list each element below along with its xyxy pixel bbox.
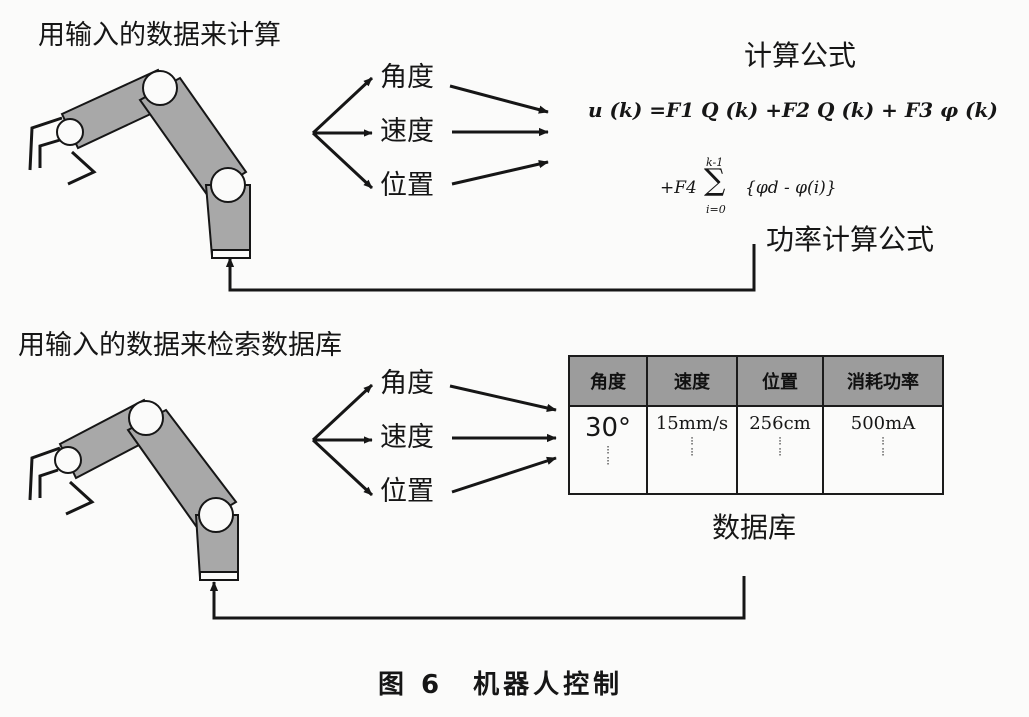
formula-line-2-body: {φd - φ(i)} [745, 178, 837, 198]
summation-symbol: ∑ [704, 163, 726, 198]
robot-shoulder-joint [210, 167, 246, 203]
database-data-row: 30°⁝⁝ 15mm/s⁝⁝ 256cm⁝⁝ 500mA⁝⁝ [568, 406, 944, 494]
param-angle: 角度 [380, 62, 434, 93]
arrow-position-to-database [451, 456, 557, 494]
param-speed: 速度 [380, 422, 434, 453]
param-position: 位置 [380, 476, 434, 507]
arrow-position-to-formula [451, 159, 549, 186]
ellipsis-marker: ⁝⁝ [881, 434, 885, 459]
param-position: 位置 [380, 170, 434, 201]
robot-wrist-joint [56, 118, 84, 146]
arrow-angle-to-formula [449, 84, 549, 114]
param-speed: 速度 [380, 116, 434, 147]
param-arrows-top [311, 76, 549, 190]
power-formula-label: 功率计算公式 [766, 223, 935, 256]
header-angle: 角度 [568, 355, 648, 407]
database-header-row: 角度 速度 位置 消耗功率 [568, 355, 944, 407]
sum-lower-limit: i=0 [706, 203, 726, 216]
arrow-to-position [311, 438, 374, 497]
robot-gripper [28, 446, 95, 516]
cell-angle-value: 30° [584, 413, 632, 443]
sum-upper-limit: k-1 [706, 156, 724, 169]
header-power: 消耗功率 [822, 355, 944, 407]
robot-elbow-joint [142, 70, 178, 106]
arrow-to-angle [311, 76, 374, 135]
formula-title: 计算公式 [744, 39, 857, 72]
feedback-line-top [225, 244, 756, 292]
cell-power-value: 500mA [850, 413, 916, 434]
robot-wrist-joint [54, 446, 82, 474]
robot-gripper [28, 116, 97, 186]
arrow-to-angle [311, 383, 374, 442]
cell-angle: 30°⁝⁝ [568, 406, 648, 494]
header-position: 位置 [736, 355, 824, 407]
figure-caption: 图 6 机器人控制 [378, 670, 624, 700]
param-arrows-bottom [311, 383, 557, 497]
robot-elbow-joint [128, 400, 164, 436]
feedback-line-bottom [209, 576, 746, 620]
arrow-angle-to-database [449, 384, 557, 413]
ellipsis-marker: ⁝⁝ [778, 434, 782, 459]
param-angle: 角度 [380, 368, 434, 399]
cell-position-value: 256cm [749, 413, 811, 434]
arrow-to-position [311, 131, 374, 190]
database-table: 角度 速度 位置 消耗功率 30°⁝⁝ 15mm/s⁝⁝ 256cm⁝⁝ 500… [568, 355, 944, 495]
cell-speed: 15mm/s⁝⁝ [646, 406, 738, 494]
cell-speed-value: 15mm/s [655, 413, 729, 434]
robot-arm-bottom [28, 398, 239, 581]
formula-line-1: u (k) =F1 Q (k) +F2 Q (k) + F3 φ (k) [588, 98, 998, 122]
robot-shoulder-joint [198, 497, 234, 533]
bottom-heading: 用输入的数据来检索数据库 [18, 330, 342, 361]
top-heading: 用输入的数据来计算 [38, 20, 281, 51]
cell-power: 500mA⁝⁝ [822, 406, 944, 494]
formula-line-2-prefix: +F4 [660, 178, 697, 198]
robot-arm-top [28, 68, 251, 259]
cell-position: 256cm⁝⁝ [736, 406, 824, 494]
ellipsis-marker: ⁝⁝ [606, 443, 610, 468]
header-speed: 速度 [646, 355, 738, 407]
ellipsis-marker: ⁝⁝ [690, 434, 694, 459]
database-label: 数据库 [712, 511, 797, 544]
